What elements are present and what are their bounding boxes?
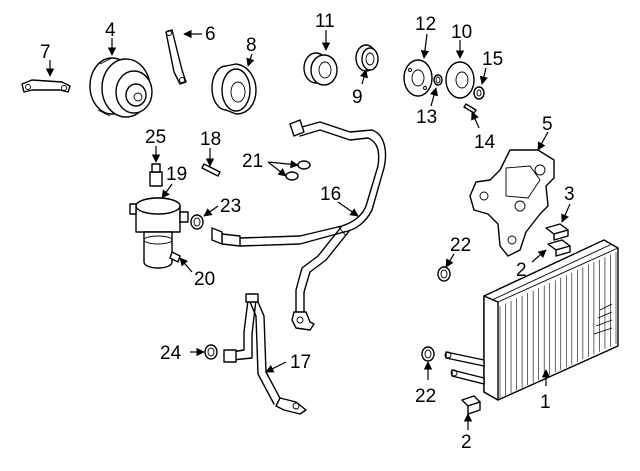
part-17-hose (223, 293, 307, 415)
part-2-upper-clip (547, 239, 571, 257)
callout-7: 7 (40, 42, 51, 63)
callout-25: 25 (145, 127, 166, 148)
part-16-hose-assembly (211, 119, 387, 331)
callout-15: 15 (482, 49, 503, 70)
callout-2-lower: 2 (461, 432, 472, 453)
part-24-oring (204, 344, 218, 360)
part-15-seal (473, 86, 485, 100)
callout-20: 20 (194, 269, 215, 290)
part-23-oring (190, 214, 204, 230)
part-19-accumulator (129, 197, 189, 269)
part-21-orings (285, 160, 311, 181)
callout-4: 4 (105, 20, 116, 41)
callout-16: 16 (320, 184, 341, 205)
part-5-bracket (469, 149, 555, 257)
part-4-compressor-clutch (89, 57, 153, 118)
callout-17: 17 (290, 352, 311, 373)
part-8-coil (211, 63, 257, 115)
part-7-bracket (21, 79, 71, 93)
callout-19: 19 (166, 164, 187, 185)
callout-24: 24 (160, 343, 182, 364)
part-10-valve-plate (445, 61, 475, 99)
callout-2-upper: 2 (516, 260, 527, 281)
callout-11: 11 (315, 11, 335, 32)
callout-22-lower: 22 (415, 386, 436, 407)
callout-5: 5 (542, 114, 553, 135)
callout-numbers: 7 4 6 8 11 9 12 10 15 13 14 5 3 2 22 21 … (40, 11, 575, 453)
part-22-upper-oring (437, 266, 451, 282)
part-13-oring (433, 74, 443, 86)
callout-10: 10 (451, 22, 472, 43)
part-22-lower-oring (421, 346, 435, 362)
callout-21: 21 (242, 151, 263, 172)
callout-3: 3 (564, 184, 575, 205)
part-11-housing (303, 52, 338, 86)
part-25-switch (149, 163, 163, 187)
callout-18: 18 (200, 129, 221, 150)
part-14-pin (463, 103, 477, 114)
part-1-condenser (444, 239, 619, 401)
callout-1: 1 (540, 392, 551, 413)
part-2-lower-clip (461, 395, 481, 415)
callout-12: 12 (415, 14, 436, 35)
callout-23: 23 (220, 196, 241, 217)
callout-leaders (45, 29, 571, 430)
callout-6: 6 (205, 24, 216, 45)
part-18-pin (201, 163, 221, 177)
callout-8: 8 (246, 35, 257, 56)
callout-13: 13 (416, 107, 437, 128)
part-3-clip (545, 223, 569, 241)
part-12-plate (403, 59, 433, 97)
callout-22-upper: 22 (450, 235, 471, 256)
part-9-seal (355, 44, 379, 72)
part-6-rod (165, 29, 187, 85)
callout-14: 14 (474, 132, 496, 153)
callout-9: 9 (352, 87, 363, 108)
